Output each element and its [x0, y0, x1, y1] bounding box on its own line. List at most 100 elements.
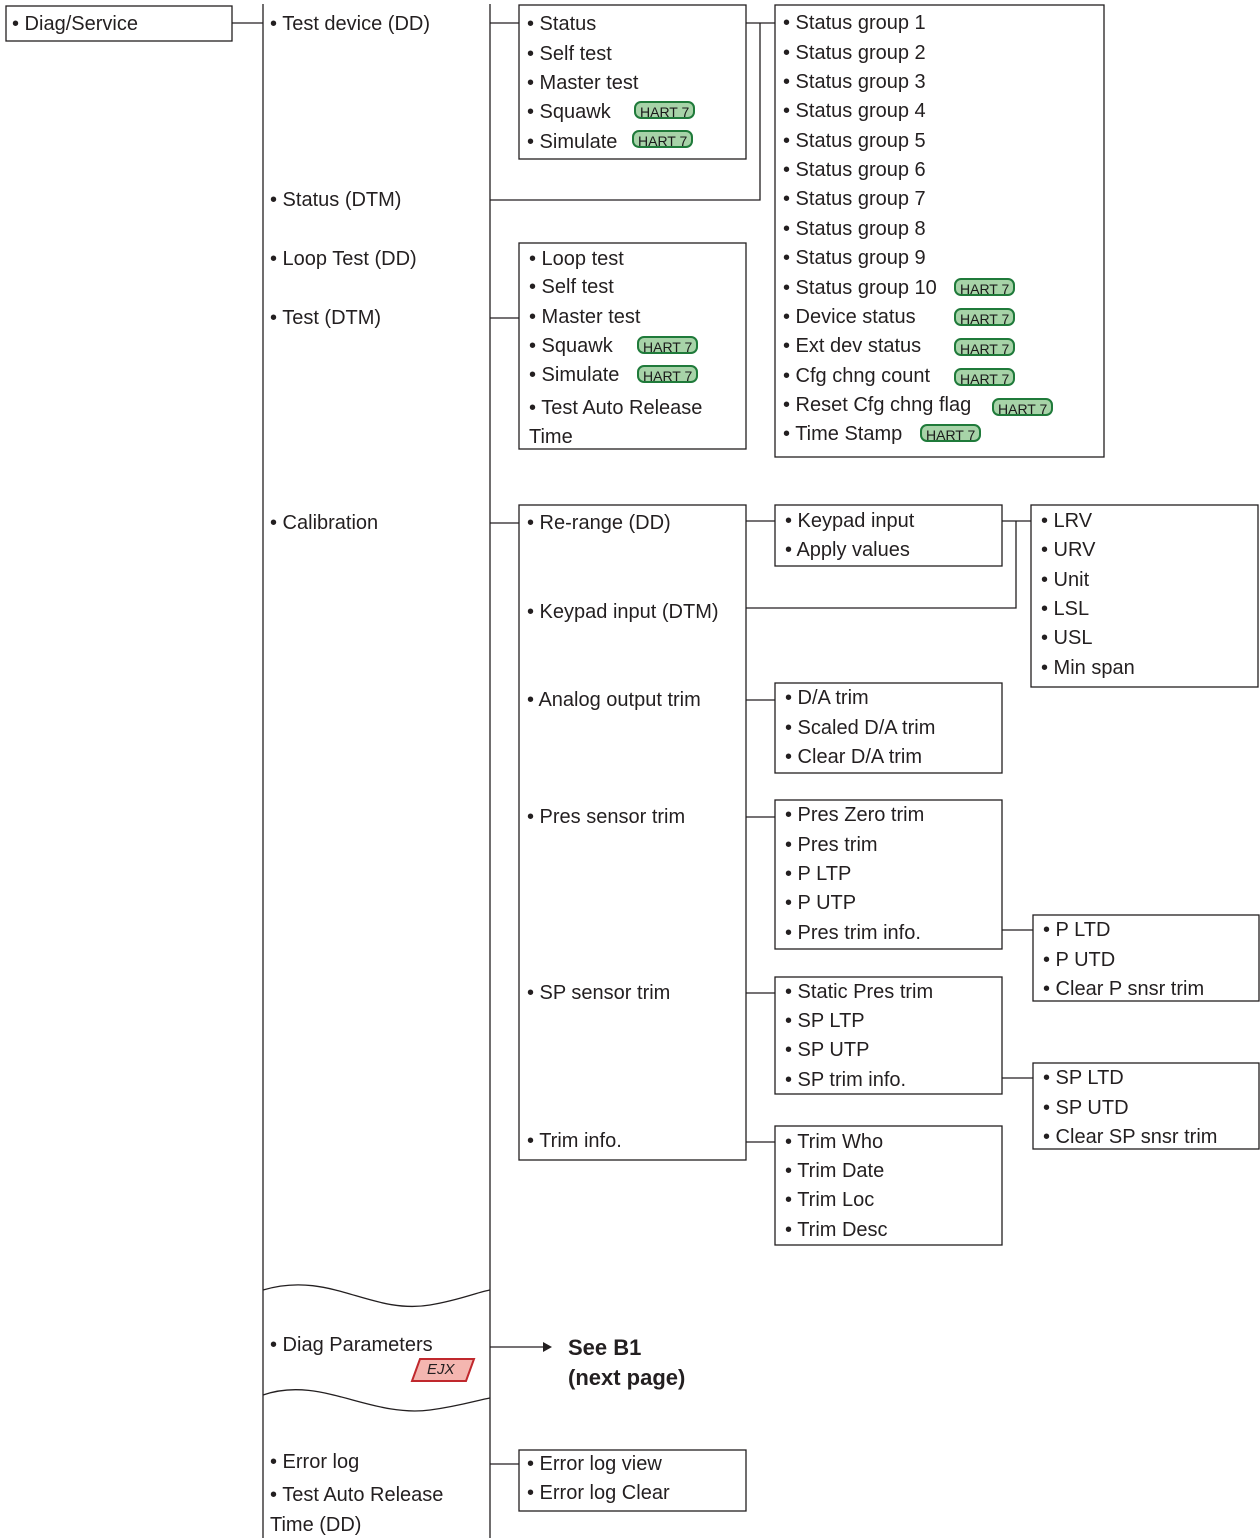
pres-trim-item: • Pres trim	[785, 834, 878, 856]
sp-trim-info-box	[1032, 1062, 1260, 1150]
sp-trim-info-item: • Clear SP snsr trim	[1043, 1126, 1218, 1148]
sp-trim-item: • SP UTP	[785, 1039, 870, 1061]
range-param: • URV	[1041, 539, 1096, 561]
status-item: • Status group 2	[783, 42, 926, 64]
status-item: • Status group 7	[783, 188, 926, 210]
trim-info-item: • Trim Desc	[785, 1219, 888, 1241]
range-param: • Min span	[1041, 657, 1135, 679]
error-log-item: • Error log view	[527, 1453, 662, 1475]
hart7-badge: HART 7	[637, 336, 699, 355]
pres-trim-info-item: • P LTD	[1043, 919, 1111, 941]
menu-item: • Status	[527, 13, 597, 35]
break-top	[262, 1284, 491, 1307]
trim-info-box	[774, 1125, 1003, 1246]
ao-trim-item: • D/A trim	[785, 687, 869, 709]
pres-trim-info-item: • P UTD	[1043, 949, 1116, 971]
see-b1-label: See B1	[568, 1335, 642, 1360]
sp-trim-info-item: • SP LTD	[1043, 1067, 1124, 1089]
status-item: • Ext dev status	[783, 335, 922, 357]
range-params-box	[1030, 504, 1259, 688]
menu-item: • Simulate	[529, 364, 620, 386]
node-test-dtm: • Test (DTM)	[270, 307, 382, 329]
node-test-device-dd: • Test device (DD)	[270, 13, 431, 35]
break-bottom	[262, 1389, 491, 1412]
error-log-box	[518, 1449, 747, 1512]
trim-info-item: • Trim Loc	[785, 1189, 875, 1211]
pres-trim-info-item: • Clear P snsr trim	[1043, 978, 1205, 1000]
sp-trim-item: • Static Pres trim	[785, 981, 934, 1003]
ao-trim-item: • Clear D/A trim	[785, 746, 923, 768]
range-param: • LSL	[1041, 598, 1090, 620]
ao-trim-item: • Scaled D/A trim	[785, 717, 936, 739]
status-item: • Status group 9	[783, 247, 926, 269]
node-calibration: • Calibration	[270, 512, 379, 534]
hart7-badge: HART 7	[920, 424, 982, 443]
pres-trim-item: • Pres Zero trim	[785, 804, 925, 826]
rerange-item: • Keypad input	[785, 510, 915, 532]
pres-trim-box	[774, 799, 1003, 950]
status-item: • Status group 6	[783, 159, 926, 181]
rerange-item: • Apply values	[785, 539, 910, 561]
pres-trim-item: • P UTP	[785, 892, 857, 914]
status-item: • Status group 8	[783, 218, 926, 240]
status-item: • Cfg chng count	[783, 365, 931, 387]
range-param: • Unit	[1041, 569, 1090, 591]
ejx-badge	[410, 1358, 476, 1382]
menu-item: • Self test	[529, 276, 614, 298]
menu-item: • Simulate	[527, 131, 618, 153]
level1-column	[262, 4, 491, 1538]
status-groups-box	[774, 4, 1105, 458]
rerange-box	[774, 504, 1003, 567]
menu-item: • Master test	[527, 72, 639, 94]
sp-trim-item: • SP trim info.	[785, 1069, 907, 1091]
node-status-dtm: • Status (DTM)	[270, 189, 402, 211]
calib-item: • Trim info.	[527, 1130, 622, 1152]
hart7-badge: HART 7	[992, 398, 1054, 417]
root-node: • Diag/Service	[12, 13, 138, 35]
see-b1-sublabel: (next page)	[568, 1365, 686, 1390]
pres-trim-info-box	[1032, 914, 1260, 1002]
status-item: • Time Stamp	[783, 423, 903, 445]
status-item: • Device status	[783, 306, 916, 328]
hart7-badge: HART 7	[954, 338, 1016, 357]
status-item: • Status group 1	[783, 12, 926, 34]
ao-trim-box	[774, 682, 1003, 774]
test-dtm-box	[518, 242, 747, 450]
trim-info-item: • Trim Who	[785, 1131, 884, 1153]
sp-trim-info-item: • SP UTD	[1043, 1097, 1129, 1119]
node-error-log: • Error log	[270, 1451, 360, 1473]
pres-trim-item: • P LTP	[785, 863, 852, 885]
menu-item: • Loop test	[529, 248, 624, 270]
test-device-box	[518, 4, 747, 160]
menu-item: • Squawk	[527, 101, 611, 123]
hart7-badge: HART 7	[954, 308, 1016, 327]
calib-item: • Analog output trim	[527, 689, 701, 711]
status-item: • Status group 5	[783, 130, 926, 152]
menu-item: • Master test	[529, 306, 641, 328]
arrowhead	[543, 1342, 552, 1352]
menu-item: • Squawk	[529, 335, 613, 357]
node-diag-parameters: • Diag Parameters	[270, 1334, 433, 1356]
sp-trim-box	[774, 976, 1003, 1095]
status-item: • Status group 3	[783, 71, 926, 93]
hart7-badge: HART 7	[954, 368, 1016, 387]
menu-item: • Test Auto Release Time	[529, 397, 703, 448]
range-param: • LRV	[1041, 510, 1093, 532]
calib-item: • SP sensor trim	[527, 982, 671, 1004]
hart7-badge: HART 7	[954, 278, 1016, 297]
status-item: • Status group 4	[783, 100, 926, 122]
menu-item: • Self test	[527, 43, 612, 65]
node-loop-test-dd: • Loop Test (DD)	[270, 248, 417, 270]
calib-item: • Keypad input (DTM)	[527, 601, 719, 623]
calib-item: • Re-range (DD)	[527, 512, 671, 534]
hart7-badge: HART 7	[634, 101, 696, 120]
calibration-box	[518, 504, 747, 1161]
range-param: • USL	[1041, 627, 1093, 649]
node-test-auto-release-dd: • Test Auto Release Time (DD)	[270, 1484, 444, 1536]
status-item: • Status group 10	[783, 277, 937, 299]
ejx-badge-label: EJX	[427, 1361, 455, 1378]
pres-trim-item: • Pres trim info.	[785, 922, 921, 944]
status-item: • Reset Cfg chng flag	[783, 394, 972, 416]
hart7-badge: HART 7	[637, 365, 699, 384]
